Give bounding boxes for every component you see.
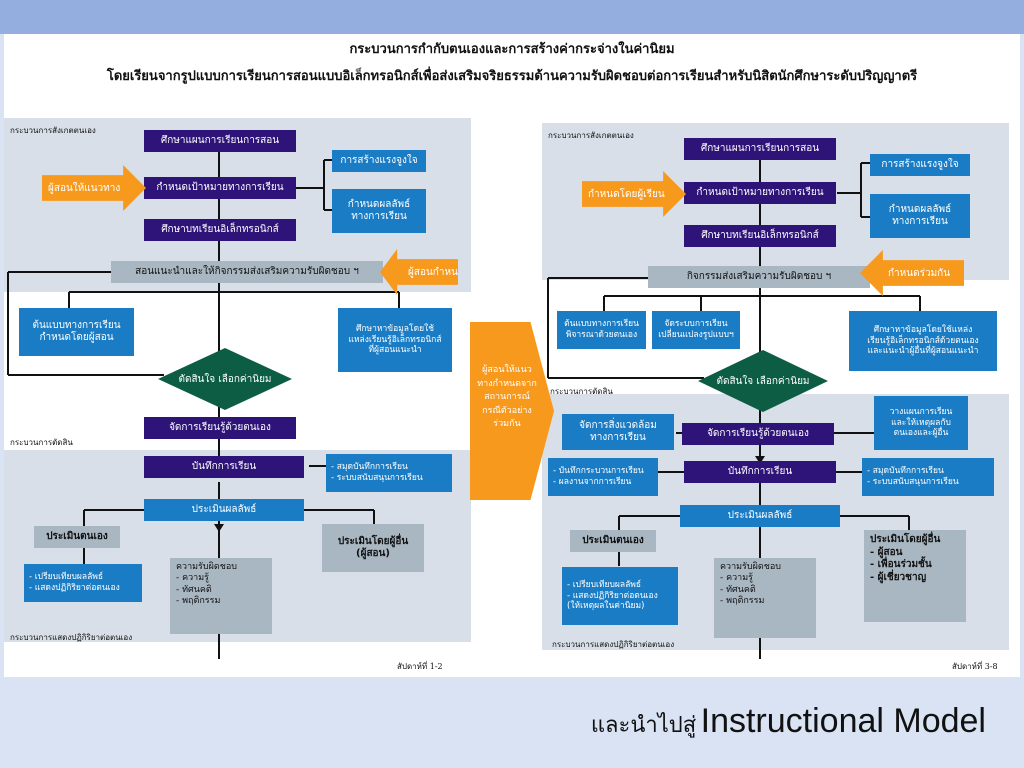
right-box-model: ต้นแบบทางการเรียน พิจารณาด้วยตนเอง — [557, 311, 646, 349]
caption-thai: และนำไปสู่ — [590, 713, 697, 738]
left-box-compare: - เปรียบเทียบผลลัพธ์ - แสดงปฏิกิริยาต่อต… — [24, 564, 142, 602]
right-box-record: บันทึกการเรียน — [684, 461, 836, 483]
right-box-self-eval: ประเมินตนเอง — [570, 530, 656, 552]
right-box-set-goal: กำหนดเป้าหมายทางการเรียน — [684, 182, 836, 204]
left-page-label: สัปดาห์ที่ 1-2 — [397, 662, 443, 671]
left-zone-judge-label: กระบวนการตัดสิน — [10, 438, 73, 447]
left-box-motivation: การสร้างแรงจูงใจ — [332, 150, 426, 172]
right-box-study-plan: ศึกษาแผนการเรียนการสอน — [684, 138, 836, 160]
right-box-compare: - เปรียบเทียบผลลัพธ์ - แสดงปฏิกิริยาต่อต… — [562, 567, 678, 625]
left-box-self-eval: ประเมินตนเอง — [34, 526, 120, 548]
left-box-search: ศึกษาหาข้อมูลโดยใช้ แหล่งเรียนรู้อิเล็กท… — [338, 308, 452, 372]
right-box-system: จัดระบบการเรียน เปลี่ยนแปลงรูปแบบฯ — [652, 311, 740, 349]
right-box-other-eval: ประเมินโดยผู้อื่น - ผู้สอน - เพื่อนร่วมช… — [864, 530, 966, 622]
right-box-study-lesson: ศึกษาบทเรียนอิเล็กทรอนิกส์ — [684, 225, 836, 247]
left-box-study-plan: ศึกษาแผนการเรียนการสอน — [144, 130, 296, 152]
left-box-other-eval: ประเมินโดยผู้อื่น (ผู้สอน) — [322, 524, 424, 572]
left-zone-observe-label: กระบวนการสังเกตตนเอง — [10, 126, 96, 135]
left-box-record: บันทึกการเรียน — [144, 456, 304, 478]
left-box-advise: สอนแนะนำและให้กิจกรรมส่งเสริมความรับผิดช… — [111, 261, 383, 283]
slide-bottom — [0, 677, 1024, 768]
right-box-environment: จัดการสิ่งแวดล้อม ทางการเรียน — [562, 414, 674, 450]
caption-english: Instructional Model — [700, 702, 986, 740]
right-zone-judge-label: กระบวนการตัดสิน — [550, 387, 613, 396]
left-box-model: ต้นแบบทางการเรียน กำหนดโดยผู้สอน — [19, 308, 134, 356]
diagram-sheet: กระบวนการกำกับตนเองและการสร้างค่ากระจ่าง… — [4, 34, 1020, 677]
left-zone-react-label: กระบวนการแสดงปฏิกิริยาต่อตนเอง — [10, 633, 133, 642]
right-page-label: สัปดาห์ที่ 3-8 — [952, 662, 998, 671]
right-zone-observe-label: กระบวนการสังเกตตนเอง — [548, 131, 634, 140]
diagram-subtitle: โดยเรียนจากรูปแบบการเรียนการสอนแบบอิเล็ก… — [106, 69, 918, 84]
right-zone-react-label: กระบวนการแสดงปฏิกิริยาต่อตนเอง — [552, 640, 675, 649]
left-box-set-goal: กำหนดเป้าหมายทางการเรียน — [144, 177, 296, 199]
right-box-replan: วางแผนการเรียน และให้เหตุผลกับ ตนเองและผ… — [874, 396, 968, 450]
diagram-title: กระบวนการกำกับตนเองและการสร้างค่ากระจ่าง… — [349, 42, 675, 57]
left-box-evaluate: ประเมินผลลัพธ์ — [144, 499, 304, 521]
right-box-process: - บันทึกกระบวนการเรียน - ผลงานจากการเรีย… — [548, 458, 658, 496]
right-box-responsibility: ความรับผิดชอบ - ความรู้ - ทัศนคติ - พฤติ… — [714, 558, 816, 638]
top-bar — [0, 0, 1024, 34]
left-box-responsibility: ความรับผิดชอบ - ความรู้ - ทัศนคติ - พฤติ… — [170, 558, 272, 634]
right-box-search: ศึกษาหาข้อมูลโดยใช้แหล่ง เรียนรู้อิเล็กท… — [849, 311, 997, 371]
right-box-self-manage: จัดการเรียนรู้ด้วยตนเอง — [682, 423, 834, 445]
right-box-activity: กิจกรรมส่งเสริมความรับผิดชอบ ฯ — [648, 266, 870, 288]
right-box-notes: - สมุดบันทึกการเรียน - ระบบสนับสนุนการเร… — [862, 458, 994, 496]
left-box-study-lesson: ศึกษาบทเรียนอิเล็กทรอนิกส์ — [144, 219, 296, 241]
left-box-self-manage: จัดการเรียนรู้ด้วยตนเอง — [144, 417, 296, 439]
left-box-outcome: กำหนดผลลัพธ์ ทางการเรียน — [332, 189, 426, 233]
left-box-notes: - สมุดบันทึกการเรียน - ระบบสนับสนุนการเร… — [326, 454, 452, 492]
right-box-motivation: การสร้างแรงจูงใจ — [870, 154, 970, 176]
right-box-evaluate: ประเมินผลลัพธ์ — [680, 505, 840, 527]
slide-caption: และนำไปสู่ Instructional Model — [591, 702, 986, 742]
right-box-outcome: กำหนดผลลัพธ์ ทางการเรียน — [870, 194, 970, 238]
